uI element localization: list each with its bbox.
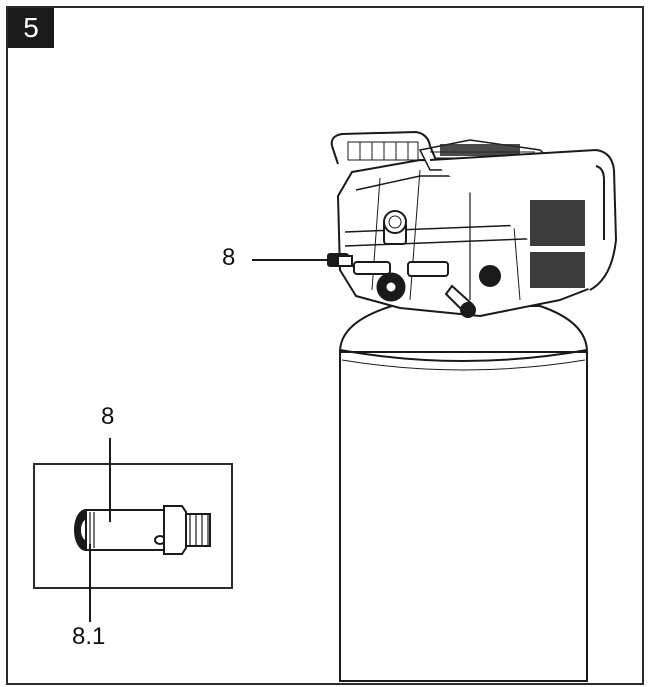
fitting-8-on-compressor [327, 253, 353, 267]
fitting-8-detail [74, 505, 211, 555]
regulator-knob [376, 272, 406, 302]
outlet-coupling [353, 261, 501, 318]
callout-8-1: 8.1 [72, 623, 106, 650]
pressure-gauge [383, 210, 407, 245]
figure-number-badge: 5 [8, 8, 54, 48]
side-vents [530, 200, 585, 288]
air-tank [338, 305, 589, 682]
callout-8-main: 8 [222, 244, 236, 271]
callout-8-inset: 8 [101, 403, 115, 430]
